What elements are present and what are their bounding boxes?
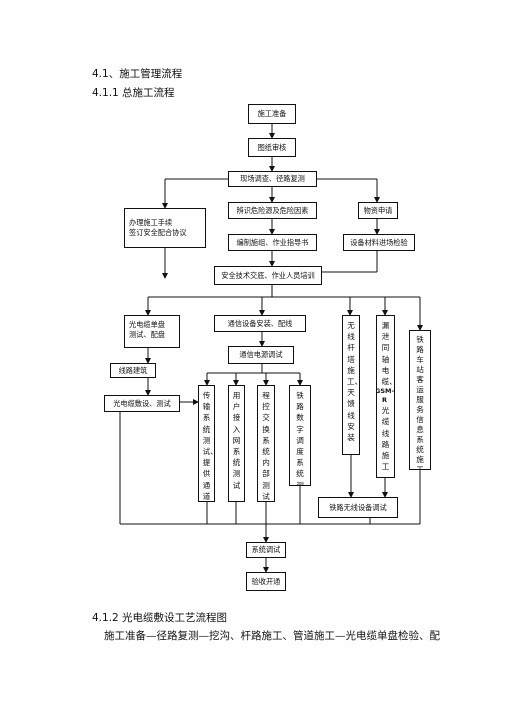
step-review: 图纸审核 (248, 138, 296, 157)
step-system-debug: 系统调试 (246, 542, 286, 558)
step-transmission-test: 传输系统测试、提供通道 (198, 385, 215, 502)
step-route-build: 线路建筑 (110, 363, 156, 378)
gsmr-label: GSM-R (376, 387, 395, 405)
step-leaky-cable: 漏泄同轴电缆、 GSM-R 光缆线路施工 (376, 315, 395, 478)
step-survey: 现场调查、径路复测 (228, 171, 317, 187)
step-cable-lay: 光电缆敷设、测试 (104, 395, 180, 412)
body-paragraph: 施工准备—径路复测—挖沟、杆路施工、管道施工—光电缆单盘检验、配 (104, 630, 440, 642)
step-wireless-debug: 铁路无线设备调试 (318, 497, 398, 518)
section-heading-4-1: 4.1、施工管理流程 (92, 68, 183, 80)
step-safety: 安全技术交底、作业人员培训 (214, 266, 322, 285)
step-switch-test: 程控交换系统内部测试 (257, 385, 275, 502)
step-acceptance: 验收开通 (246, 572, 286, 591)
section-heading-4-1-1: 4.1.1 总施工流程 (92, 87, 175, 99)
step-cable-test: 光电缆单盘 测试、配盘 (124, 315, 180, 348)
railway-dispatch-text: 铁路数字调度系统测试 (296, 391, 304, 486)
step-comm-install: 通信设备安装、配线 (214, 315, 306, 332)
fiber-route-text: 光缆线路施工 (381, 406, 390, 472)
section-heading-4-1-2: 4.1.2 光电缆敷设工艺流程图 (92, 612, 228, 624)
step-material-apply: 物资申请 (358, 202, 398, 219)
user-access-text: 用户接入网系统测试 (232, 391, 241, 490)
step-comm-power: 通信电源调试 (228, 346, 294, 364)
step-agreement: 办理施工手续 签订安全配合协议 (124, 208, 206, 248)
leaky-cable-text: 漏泄同轴电缆、 (381, 321, 395, 387)
step-railway-dispatch-test: 铁路数字调度系统测试 (289, 385, 311, 486)
step-identify: 辨识危险源及危险因素 (228, 202, 317, 219)
step-construction-plan: 编制施组、作业指导书 (228, 234, 317, 251)
step-wireless-tower: 无线杆塔施工、天馈线安装 (342, 315, 360, 455)
step-prep: 施工准备 (248, 104, 296, 124)
wireless-tower-text: 无线杆塔施工、天馈线安装 (347, 321, 359, 443)
switch-text: 程控交换系统内部测试 (262, 391, 270, 501)
transmission-text: 传输系统测试、提供通道 (202, 391, 215, 501)
step-station-service: 铁路车站客运服务信息系统施工 (409, 330, 431, 470)
step-user-access-test: 用户接入网系统测试 (228, 385, 245, 502)
station-service-text: 铁路车站客运服务信息系统施工 (416, 335, 424, 470)
step-equipment-check: 设备材料进场检验 (343, 234, 415, 251)
